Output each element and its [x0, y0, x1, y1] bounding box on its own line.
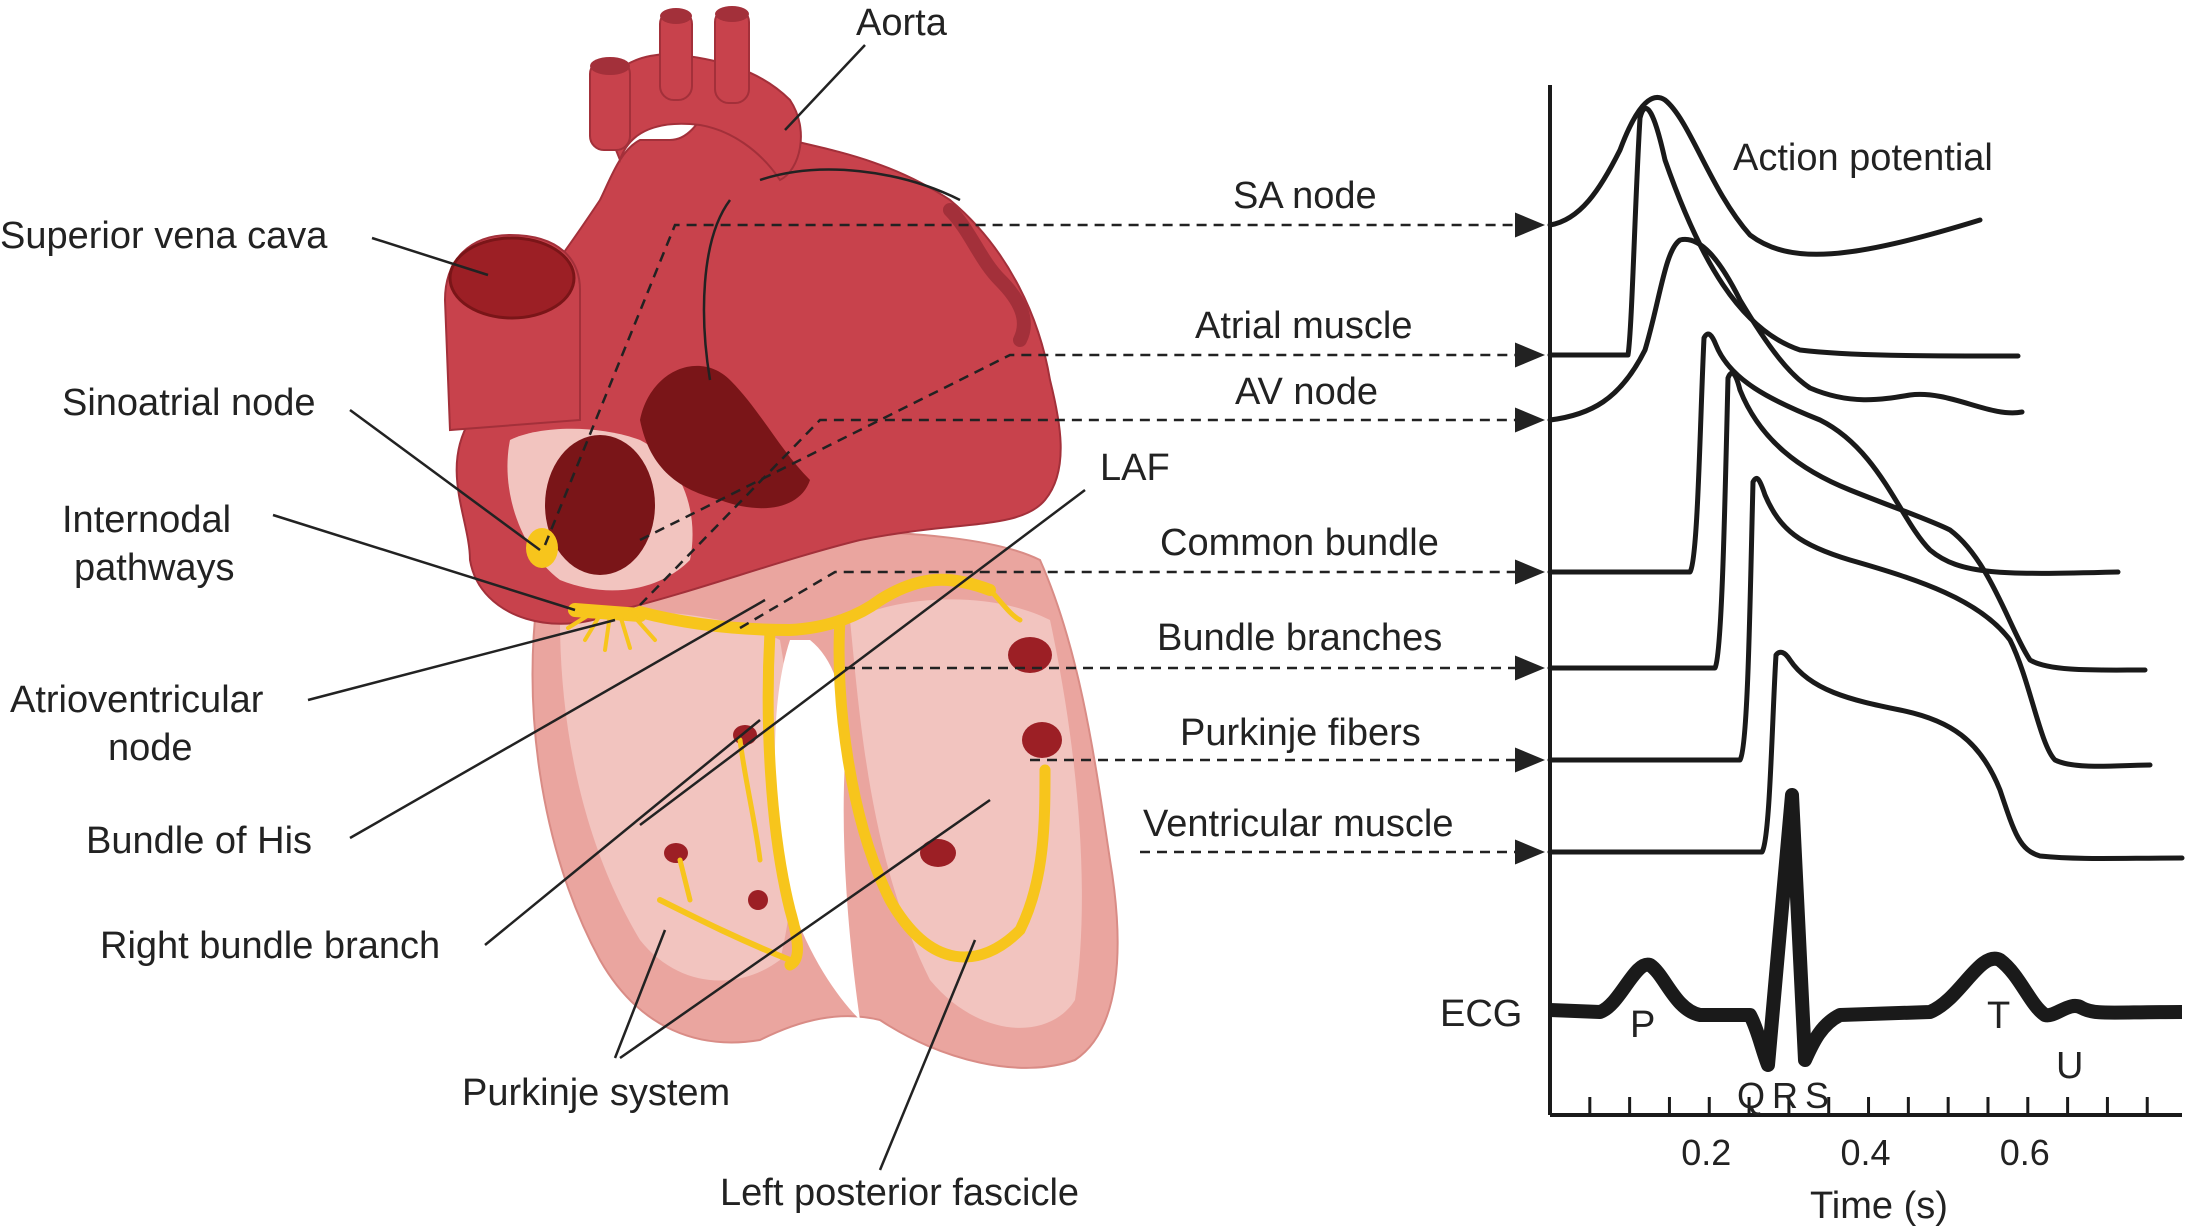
vessel-opening-1 [660, 8, 692, 24]
nodule-6 [748, 890, 768, 910]
label-purkinje-fibers: Purkinje fibers [1180, 712, 1421, 754]
aorta-opening [590, 57, 630, 75]
x-axis-label: Time (s) [1810, 1185, 1948, 1227]
leader-right-bundle [484, 719, 761, 946]
x-axis-tick-label: 0.4 [1841, 1132, 1891, 1173]
x-axis-tick-labels: 0.2 0.4 0.6 [1681, 1132, 2050, 1173]
label-internodal-line1: Internodal [62, 499, 231, 541]
label-av-node-line1: Atrioventricular [10, 679, 264, 721]
label-av-node: AV node [1235, 371, 1378, 413]
ecg-s-label: S [1805, 1075, 1829, 1116]
x-axis-ticks [1588, 1097, 2149, 1115]
leader-internodal [272, 513, 576, 612]
trace-labels: Action potential SA node Atrial muscle A… [1143, 137, 1993, 1035]
ecg-t-label: T [1987, 995, 2010, 1037]
trace-ventricular-muscle [1547, 649, 2185, 861]
conduction-system [526, 528, 1051, 971]
trace-atrial-muscle [1547, 105, 2021, 359]
purkinje-branch-1 [657, 897, 793, 963]
av-node-marker [568, 603, 647, 622]
trace-av-node [1547, 236, 2025, 423]
label-sa-node: SA node [1233, 175, 1377, 217]
leader-laf [639, 489, 1086, 826]
ecg-r-label: R [1772, 1075, 1798, 1116]
x-axis-tick-label: 0.2 [1681, 1132, 1731, 1173]
label-action-potential: Action potential [1733, 137, 1993, 179]
anatomy-leader-lines [272, 44, 1086, 1171]
label-bundle-of-his: Bundle of His [86, 820, 312, 862]
trace-common-bundle [1547, 331, 2121, 576]
right-atrium-opening [545, 435, 655, 575]
sa-node-marker [526, 528, 558, 568]
leader-sinoatrial-node [349, 408, 541, 552]
label-aorta: Aorta [856, 2, 948, 44]
purkinje-branch-2 [677, 857, 693, 903]
surface-vessel-2 [702, 199, 732, 381]
label-laf: LAF [1100, 447, 1170, 489]
trace-ecg [1549, 788, 2183, 1072]
x-axis-tick-label: 0.6 [2000, 1132, 2050, 1173]
label-purkinje-system: Purkinje system [462, 1072, 730, 1114]
label-common-bundle: Common bundle [1160, 522, 1439, 564]
left-atrium-opening [640, 365, 810, 509]
purkinje-branch-3 [737, 737, 763, 863]
nodule-5 [664, 843, 688, 863]
trace-purkinje-fibers [1547, 476, 2153, 769]
internodal-sprays [566, 610, 657, 652]
leader-bundle-of-his [349, 598, 766, 840]
left-carotid-artery [714, 7, 750, 104]
pulmonary-veins [943, 203, 1031, 347]
superior-vena-cava-opening [448, 236, 576, 320]
label-ecg: ECG [1440, 993, 1522, 1035]
arrow-av-node [639, 407, 1545, 606]
nodule-4 [920, 839, 956, 867]
left-bundle-path [833, 614, 1051, 963]
leader-superior-vena-cava [371, 236, 489, 277]
label-right-bundle-branch: Right bundle branch [100, 925, 440, 967]
label-av-node-line2: node [108, 727, 193, 769]
label-bundle-branches: Bundle branches [1157, 617, 1442, 659]
ecg-q-label: Q [1737, 1075, 1765, 1116]
action-potential-panel: 0.2 0.4 0.6 Time (s) P Q R S T U [1547, 85, 2185, 1227]
label-internodal-line2: pathways [74, 547, 235, 589]
right-bundle-path [762, 626, 803, 971]
label-superior-vena-cava: Superior vena cava [0, 215, 328, 257]
leader-left-posterior [878, 939, 977, 1171]
interventricular-septum [775, 640, 860, 1020]
label-left-posterior-fascicle: Left posterior fascicle [720, 1172, 1079, 1214]
anatomy-labels: Aorta Superior vena cava Sinoatrial node… [0, 2, 1170, 1214]
heart-illustration [443, 6, 1119, 1069]
vessel-opening-2 [715, 6, 749, 22]
surface-vessel-1 [759, 168, 961, 202]
trace-sa-node [1547, 95, 1983, 257]
leader-purkinje-2 [619, 798, 991, 1060]
arrow-sa-node [543, 212, 1545, 546]
label-atrial-muscle: Atrial muscle [1195, 305, 1413, 347]
nodule-1 [1008, 637, 1052, 673]
leader-av-node [307, 618, 616, 702]
purkinje-branch-4 [987, 587, 1023, 623]
label-sinoatrial-node: Sinoatrial node [62, 382, 316, 424]
label-ventricular-muscle: Ventricular muscle [1143, 803, 1453, 845]
nodule-3 [733, 725, 757, 745]
leader-purkinje-1 [613, 929, 667, 1059]
trace-bundle-branches [1547, 370, 2148, 673]
arrow-common-bundle [739, 559, 1545, 630]
nodule-2 [1022, 722, 1062, 758]
ecg-u-label: U [2056, 1045, 2083, 1087]
leader-aorta [784, 44, 866, 131]
his-bundle-path [634, 573, 996, 636]
ecg-p-label: P [1630, 1004, 1655, 1046]
dashed-arrows [543, 212, 1545, 865]
